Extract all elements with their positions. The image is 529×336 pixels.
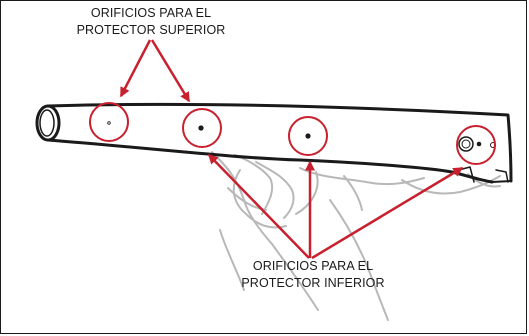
hole-1 bbox=[107, 121, 111, 125]
highlight-circle-1 bbox=[89, 102, 129, 142]
arrow-upper-right bbox=[150, 39, 191, 103]
arrow-lower-left bbox=[207, 153, 310, 259]
holes bbox=[107, 121, 482, 147]
hand-sketch bbox=[211, 151, 501, 321]
lower-label-line1: ORIFICIOS PARA EL bbox=[252, 259, 374, 273]
lower-guard-holes-label: ORIFICIOS PARA EL PROTECTOR INFERIOR bbox=[218, 258, 408, 292]
upper-label-line1: ORIFICIOS PARA EL bbox=[90, 6, 212, 20]
lower-label-line2: PROTECTOR INFERIOR bbox=[241, 276, 385, 290]
hole-2 bbox=[198, 125, 204, 131]
upper-label-line2: PROTECTOR SUPERIOR bbox=[76, 23, 226, 37]
callout-arrows bbox=[119, 39, 464, 260]
highlight-circle-3 bbox=[288, 116, 328, 156]
hole-highlights bbox=[89, 102, 496, 165]
upper-guard-holes-label: ORIFICIOS PARA EL PROTECTOR SUPERIOR bbox=[56, 5, 246, 39]
hole-3 bbox=[305, 133, 311, 139]
bar-outline bbox=[35, 102, 513, 184]
highlight-circle-2 bbox=[182, 108, 222, 148]
arrow-upper-left bbox=[119, 39, 152, 98]
arrow-lower-right bbox=[311, 166, 464, 260]
highlight-circle-4 bbox=[456, 125, 496, 165]
hole-4 bbox=[476, 141, 482, 147]
